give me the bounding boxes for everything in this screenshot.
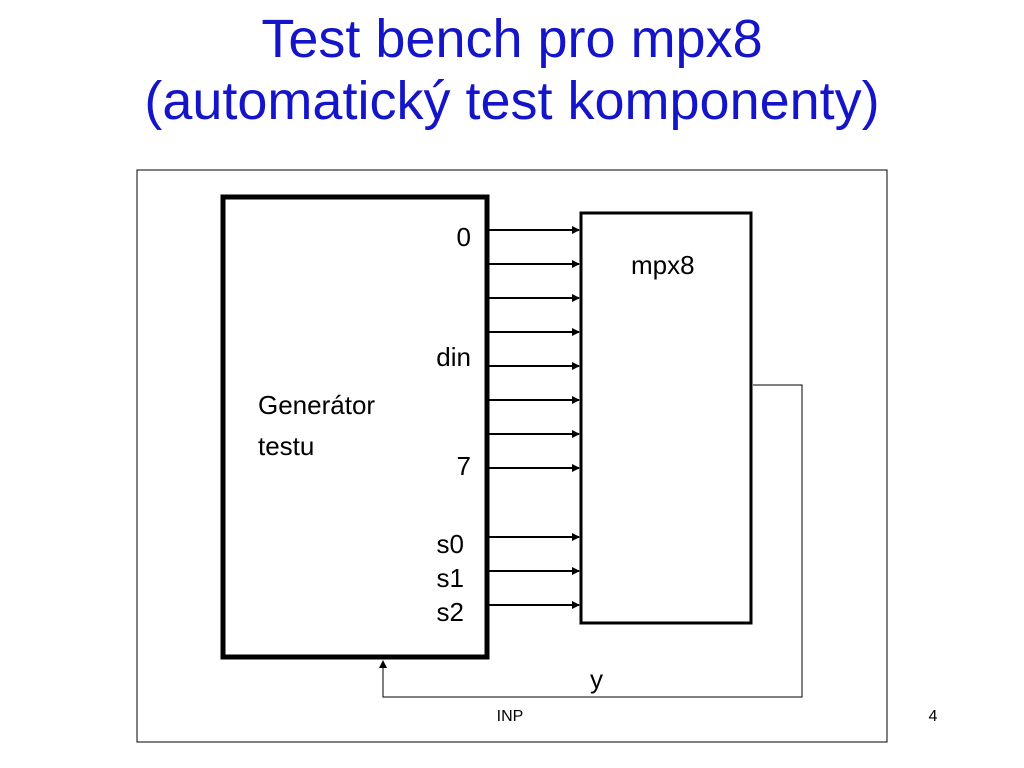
generator-label-line-1: Generátor	[258, 390, 375, 420]
feedback-y-line	[379, 384, 803, 698]
generator-block	[220, 194, 490, 660]
pin-label-s1: s1	[437, 563, 464, 593]
title-line-1: Test bench pro mpx8	[261, 9, 763, 69]
diagram-frame	[136, 169, 888, 743]
footer-page-number: 4	[928, 708, 938, 725]
data-input-arrows	[489, 226, 580, 472]
slide-title: Test bench pro mpx8 (automatický test ko…	[0, 8, 1024, 132]
select-input-arrows	[489, 533, 580, 609]
pin-label-din: din	[436, 342, 471, 372]
pin-label-0: 0	[457, 222, 471, 252]
pin-label-7: 7	[457, 451, 471, 481]
generator-label-line-2: testu	[258, 431, 314, 461]
mpx8-label: mpx8	[631, 250, 695, 280]
title-line-2: (automatický test komponenty)	[144, 71, 880, 131]
pin-label-s2: s2	[437, 597, 464, 627]
pin-label-s0: s0	[437, 529, 464, 559]
mpx8-block	[579, 211, 753, 625]
footer-course-label: INP	[496, 708, 524, 725]
feedback-y-label: y	[590, 664, 603, 694]
